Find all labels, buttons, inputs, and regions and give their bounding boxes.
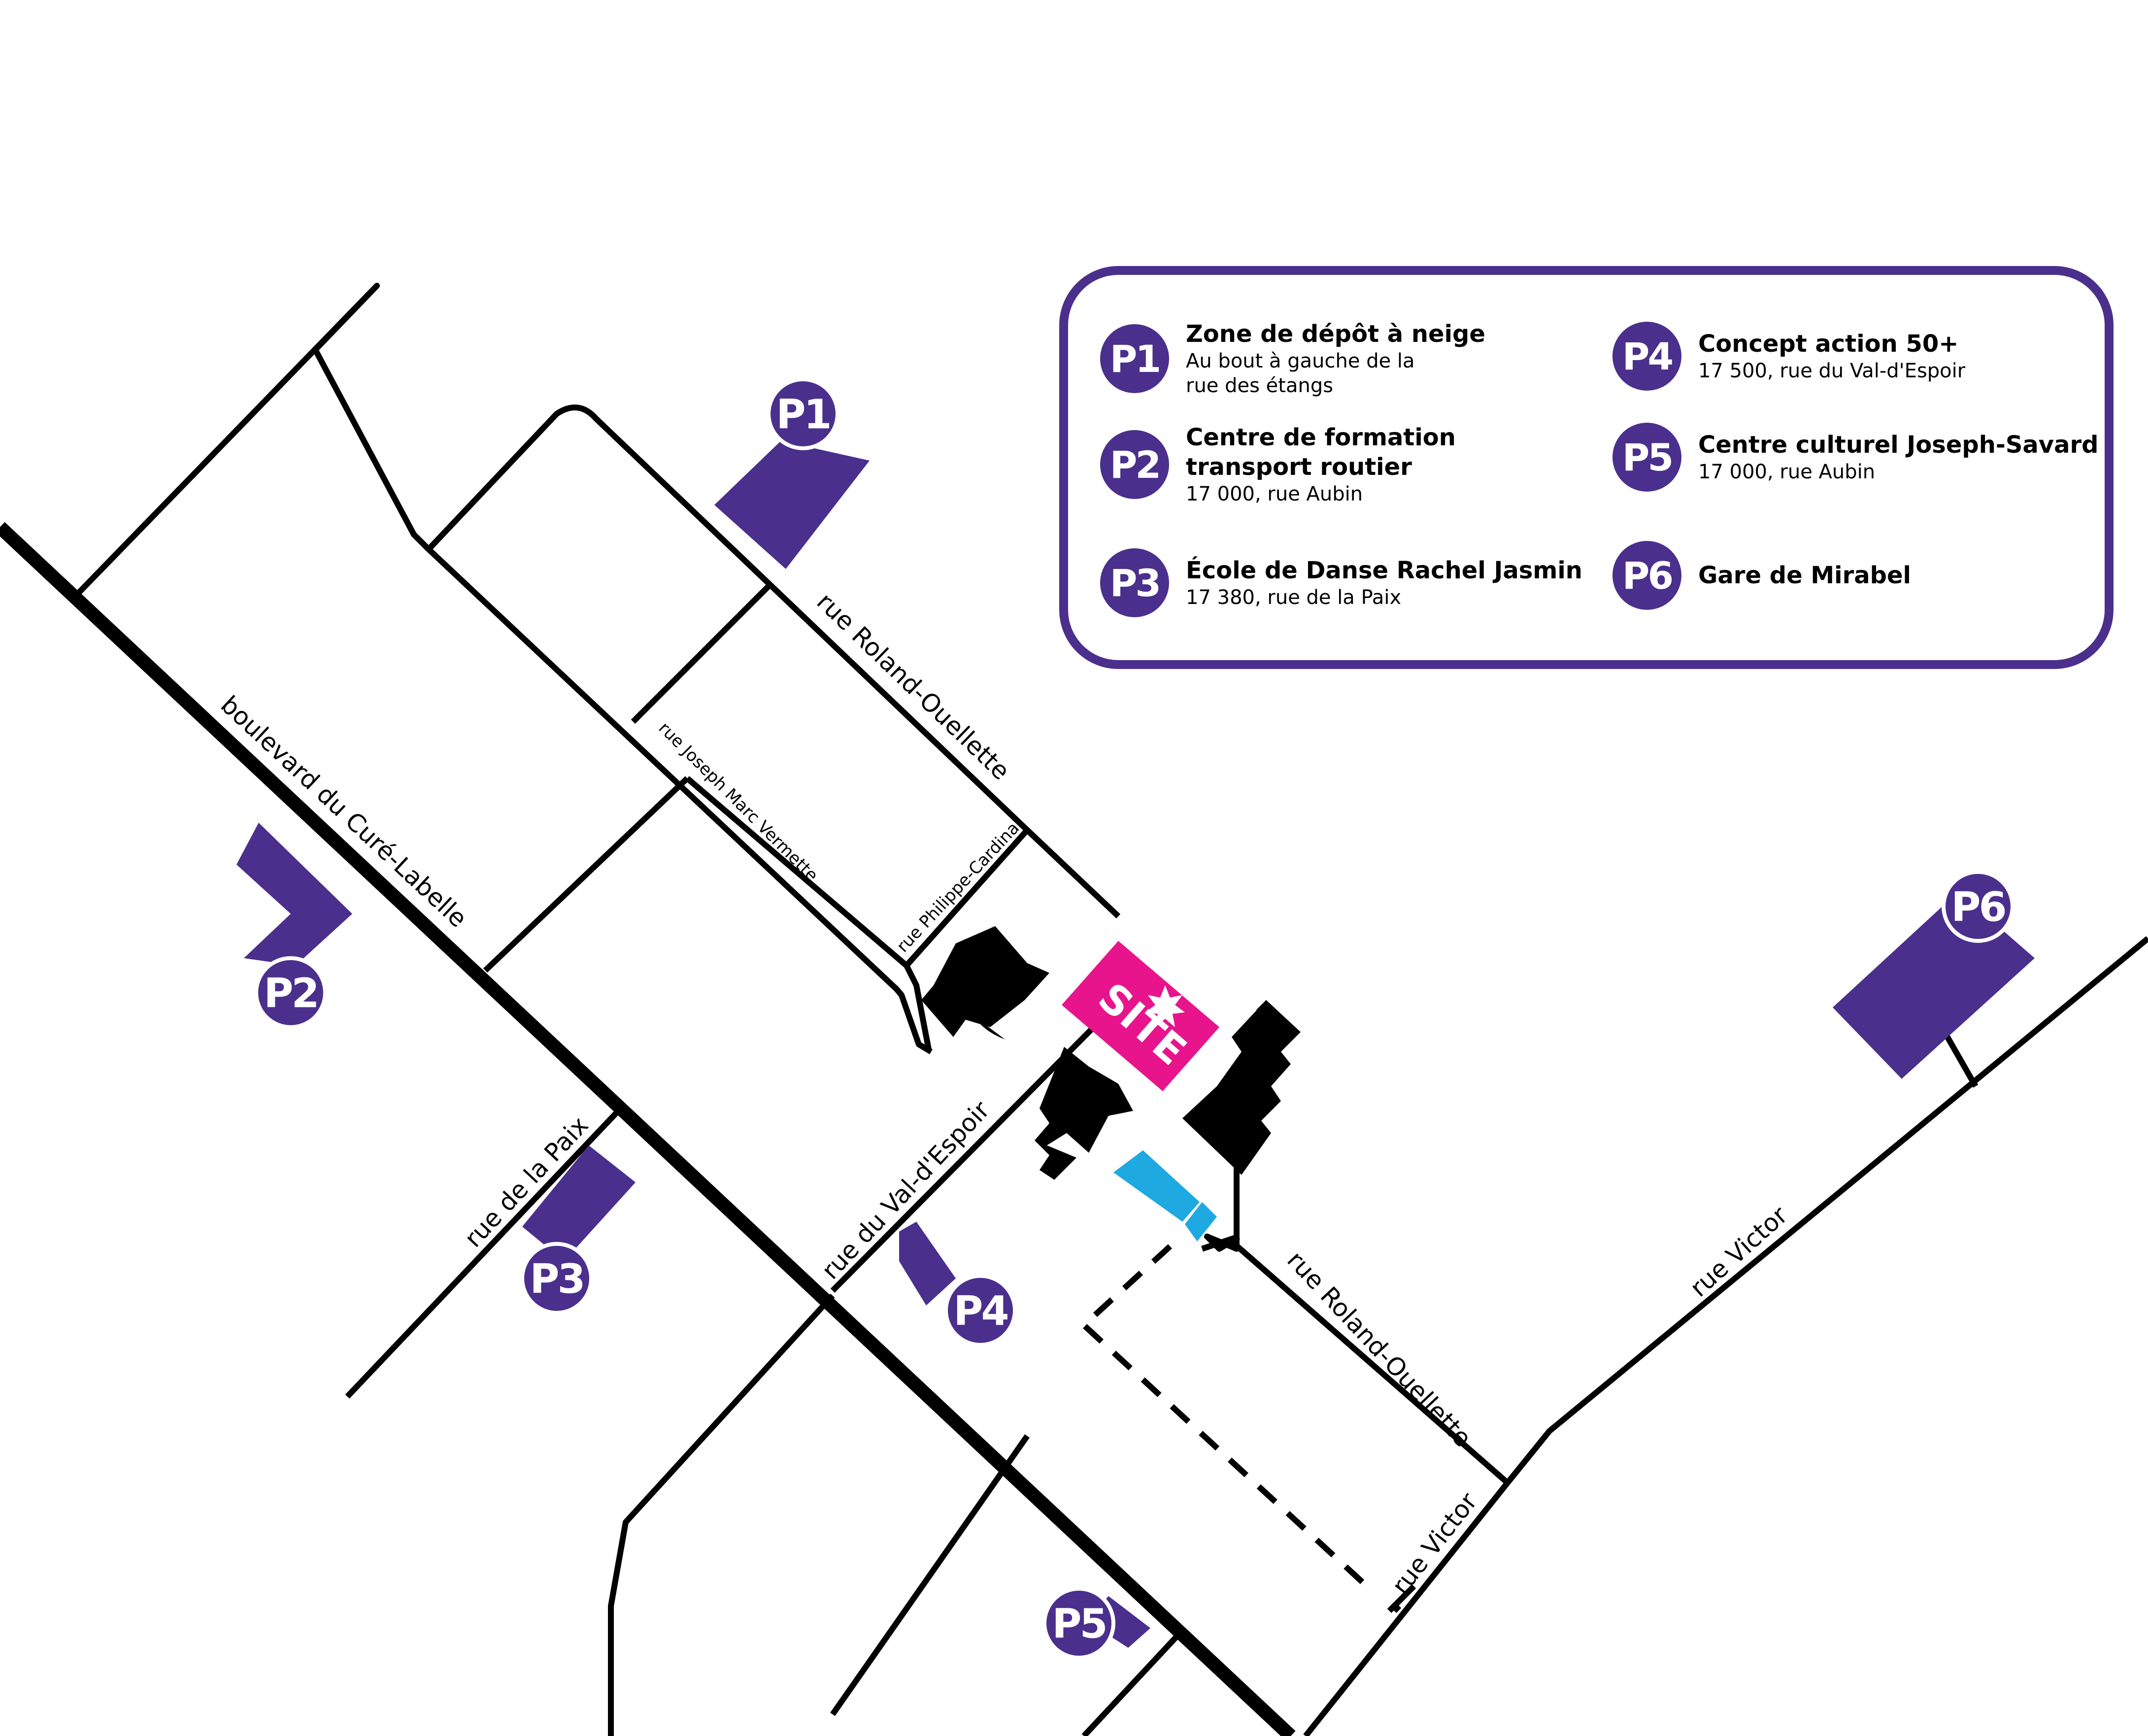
legend-item-p6: P6 Gare de Mirabel bbox=[1612, 541, 1911, 610]
street-labels: boulevard du Curé-Labelle rue Roland-Oue… bbox=[215, 587, 1793, 1600]
parking-lot-p3 bbox=[522, 1145, 636, 1261]
legend-badge-p4: P4 bbox=[1612, 322, 1681, 391]
bus-icon bbox=[1113, 1150, 1217, 1241]
parking-legend: P1 Zone de dépôt à neige Au bout à gauch… bbox=[1059, 266, 2114, 669]
label-victor-right: rue Victor bbox=[1684, 1201, 1793, 1302]
legend-item-p5: P5 Centre culturel Joseph-Savard 17 000,… bbox=[1612, 423, 2099, 492]
parking-lot-p4 bbox=[899, 1222, 956, 1305]
parking-lot-p2 bbox=[236, 823, 352, 966]
legend-item-p3: P3 École de Danse Rachel Jasmin 17 380, … bbox=[1100, 548, 1582, 617]
legend-line: 17 000, rue Aubin bbox=[1186, 483, 1363, 505]
legend-item-p2: P2 Centre de formation transport routier… bbox=[1100, 423, 1456, 506]
legend-item-p1: P1 Zone de dépôt à neige Au bout à gauch… bbox=[1100, 319, 1485, 398]
svg-text:P5: P5 bbox=[1052, 1601, 1106, 1648]
legend-badge-p2: P2 bbox=[1100, 430, 1169, 499]
legend-title-p5: Centre culturel Joseph-Savard bbox=[1698, 431, 2099, 459]
badge-p6: P6 bbox=[1942, 870, 2014, 943]
legend-badge-p5: P5 bbox=[1612, 423, 1681, 492]
label-vermette: rue Joseph Marc Vermette bbox=[655, 718, 822, 885]
badge-p2: P2 bbox=[254, 956, 327, 1029]
parking-lot-p1 bbox=[714, 441, 870, 569]
roads bbox=[75, 283, 2148, 1736]
legend-line: 17 500, rue du Val-d'Espoir bbox=[1698, 360, 1966, 382]
legend-title-p4: Concept action 50+ bbox=[1698, 330, 1959, 358]
legend-badge-p3: P3 bbox=[1100, 548, 1169, 617]
legend-line: Au bout à gauche de la bbox=[1186, 350, 1415, 372]
map-badges: P1 P2 P3 P4 P5 P6 bbox=[254, 377, 2014, 1660]
site-marker: SITE bbox=[1062, 941, 1219, 1091]
boulevard-cure-labelle-road bbox=[0, 522, 1296, 1736]
badge-p1: P1 bbox=[767, 377, 839, 450]
svg-text:P3: P3 bbox=[530, 1256, 583, 1303]
legend-title-p3: École de Danse Rachel Jasmin bbox=[1186, 557, 1582, 584]
legend-title-p2: transport routier bbox=[1186, 453, 1412, 481]
legend-badge-p6: P6 bbox=[1612, 541, 1681, 610]
star-icon bbox=[1145, 985, 1185, 1027]
legend-title-p2: Centre de formation bbox=[1186, 424, 1456, 451]
dashed-walkway bbox=[1081, 1244, 1372, 1591]
label-roland-top: rue Roland-Ouellette bbox=[811, 587, 1015, 786]
svg-text:P4: P4 bbox=[953, 1288, 1007, 1335]
svg-text:P2: P2 bbox=[264, 970, 317, 1017]
legend-title-p6: Gare de Mirabel bbox=[1698, 562, 1911, 589]
legend-line: 17 000, rue Aubin bbox=[1698, 461, 1876, 483]
svg-text:P6: P6 bbox=[1951, 884, 2005, 931]
badge-p5: P5 bbox=[1042, 1587, 1115, 1660]
legend-title-p1: Zone de dépôt à neige bbox=[1186, 320, 1485, 348]
label-cardinal: rue Philippe-Cardinal bbox=[893, 815, 1026, 956]
legend-badge-p1: P1 bbox=[1100, 324, 1169, 393]
badge-p4: P4 bbox=[944, 1274, 1017, 1347]
legend-line: 17 380, rue de la Paix bbox=[1186, 586, 1402, 609]
legend-line: rue des étangs bbox=[1186, 374, 1334, 397]
svg-text:P1: P1 bbox=[776, 392, 830, 438]
buildings bbox=[921, 926, 1301, 1180]
badge-p3: P3 bbox=[520, 1242, 593, 1315]
label-victor-bottom: rue Victor bbox=[1386, 1487, 1483, 1600]
legend-item-p4: P4 Concept action 50+ 17 500, rue du Val… bbox=[1612, 322, 1965, 391]
label-roland-bottom: rue Roland-Ouellette bbox=[1281, 1246, 1477, 1453]
label-cure-labelle: boulevard du Curé-Labelle bbox=[215, 690, 472, 933]
